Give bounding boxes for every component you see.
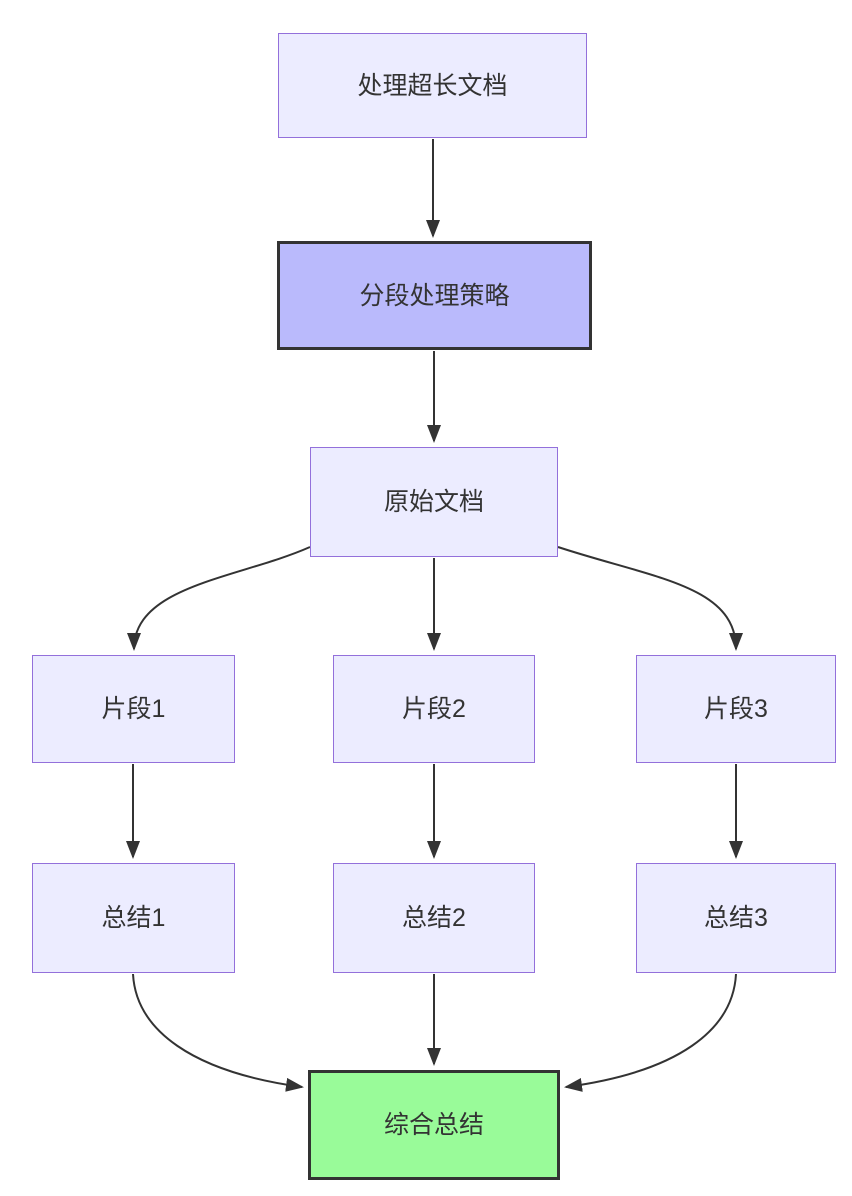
edge-original-to-fragment-3	[557, 546, 743, 651]
node-label: 片段1	[101, 695, 166, 723]
node-segment-strategy: 分段处理策略	[277, 241, 592, 350]
node-fragment-3: 片段3	[636, 655, 836, 763]
node-summary-1: 总结1	[32, 863, 235, 973]
node-process-long-doc: 处理超长文档	[278, 33, 587, 138]
edge-summary-3-to-final	[564, 973, 737, 1092]
node-original-doc: 原始文档	[310, 447, 558, 557]
node-summary-2: 总结2	[333, 863, 535, 973]
node-label: 总结2	[402, 904, 466, 932]
node-label: 片段2	[402, 695, 466, 723]
node-final-summary: 综合总结	[308, 1070, 560, 1180]
node-label: 综合总结	[383, 1111, 484, 1139]
edge-summary-1-to-final	[132, 973, 304, 1092]
node-label: 总结1	[101, 904, 166, 932]
edge-original-to-fragment-1	[127, 546, 311, 651]
node-label: 原始文档	[383, 488, 484, 516]
node-label: 片段3	[704, 695, 768, 723]
node-label: 总结3	[704, 904, 768, 932]
node-fragment-1: 片段1	[32, 655, 235, 763]
node-summary-3: 总结3	[636, 863, 836, 973]
node-fragment-2: 片段2	[333, 655, 535, 763]
node-label: 处理超长文档	[357, 71, 508, 100]
node-label: 分段处理策略	[359, 281, 510, 310]
